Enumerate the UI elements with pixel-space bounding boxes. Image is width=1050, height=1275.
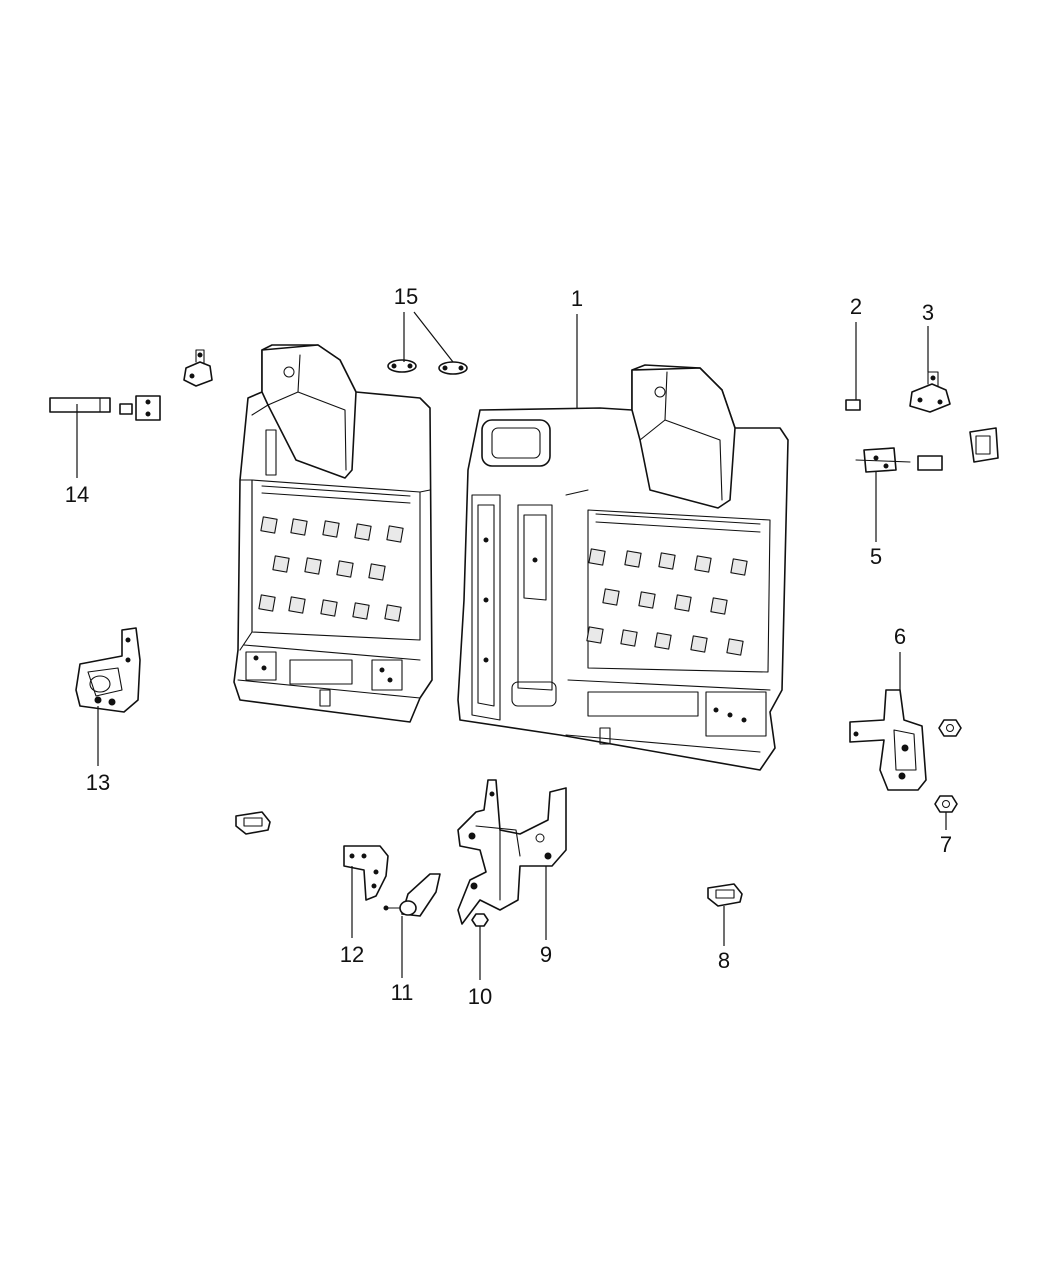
part-6-hinge: [849, 689, 927, 791]
part-12-bracket: [343, 845, 389, 901]
callout-2: 2: [850, 294, 862, 319]
callout-3: 3: [922, 300, 934, 325]
callout-7: 7: [940, 832, 952, 857]
part-8-cover: [707, 883, 743, 907]
part-10-nut: [471, 913, 489, 927]
part-15-clips: [387, 359, 468, 375]
cover-left: [235, 811, 271, 835]
part-3-latch: [909, 371, 951, 413]
leader-lines: [76, 311, 947, 980]
left-panel-cutouts: [258, 516, 404, 622]
part-13-hinge: [75, 627, 141, 713]
callout-13: 13: [86, 770, 110, 795]
callout-8: 8: [718, 948, 730, 973]
part-9-center-bracket: [457, 779, 567, 925]
callout-6: 6: [894, 624, 906, 649]
callout-labels: 1 2 3 5 6 7 8 9 10 11 12 13 14 15: [65, 284, 952, 1009]
callout-14: 14: [65, 482, 89, 507]
callout-9: 9: [540, 942, 552, 967]
right-panel-cutouts: [586, 548, 748, 656]
callout-5: 5: [870, 544, 882, 569]
part-14-strap: [49, 395, 161, 421]
right-seat-back-panel: [457, 364, 789, 771]
callout-11: 11: [391, 980, 414, 1005]
callout-15: 15: [394, 284, 418, 309]
part-7-nuts: [934, 719, 962, 813]
latch-top-left: [183, 349, 213, 387]
part-11-pivot: [383, 873, 441, 917]
connector-right: [969, 427, 999, 463]
part-5-bracket: [855, 447, 943, 473]
callout-10: 10: [468, 984, 492, 1009]
callout-12: 12: [340, 942, 364, 967]
part-2-nut: [845, 399, 861, 411]
callout-1: 1: [571, 286, 583, 311]
